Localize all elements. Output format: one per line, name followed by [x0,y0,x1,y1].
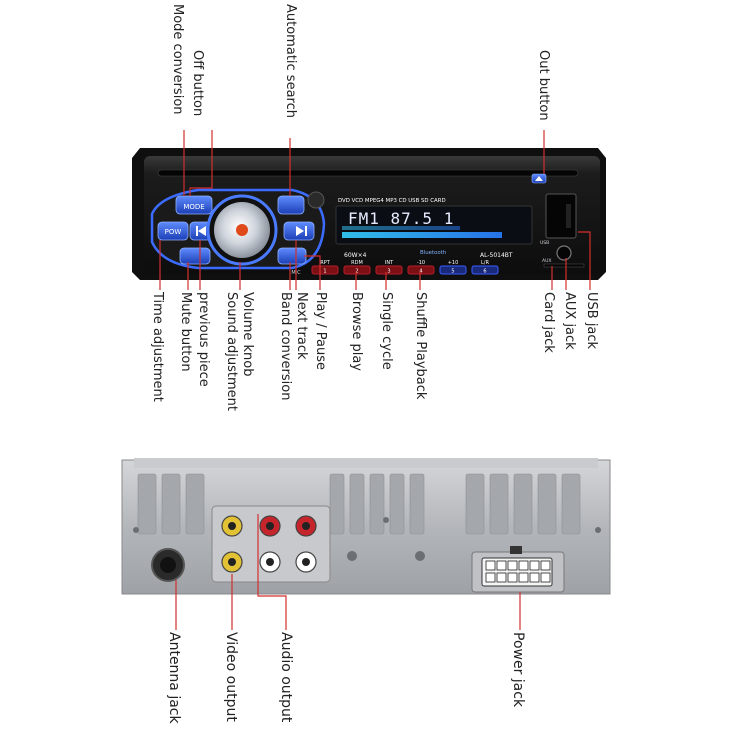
pow-button-label: POW [165,228,182,236]
preset-1-label: 1 [323,269,326,275]
antenna-jack[interactable] [151,548,185,582]
next-track-button[interactable] [283,221,315,241]
preset-3-label: 3 [387,269,390,275]
callout-band-conversion: Band conversion [278,292,293,401]
callout-play-pause: Play / Pause [313,292,328,370]
callout-time-adjustment: Time adjustment [150,292,165,402]
equalizer-bars [342,226,502,238]
callout-browse-play: Browse play [349,292,364,371]
callout-shuffle-playback: Shuffle Playback [413,292,428,400]
callout-card-jack: Card jack [541,292,556,353]
mode-button-label: MODE [183,203,204,211]
preset-5-label: 5 [451,269,454,275]
lr-label: L/R [481,260,489,266]
preset-button-4[interactable] [407,265,435,275]
callout-mute-button: Mute button [178,292,193,372]
callout-power-jack: Power jack [510,632,526,708]
callout-volume-knob: Volume knob [240,292,255,377]
aux-mini-label: AUX [542,258,551,264]
rdm-label: RDM [351,260,363,266]
callout-sound-adjustment: Sound adjustment [224,292,239,412]
lcd-display [335,205,533,245]
out-button[interactable] [531,173,547,184]
aux-jack[interactable] [556,245,572,261]
plus10-label: +10 [448,260,459,266]
callout-usb-jack: USB jack [584,292,599,350]
front-callout-lines [159,130,591,290]
usb-jack[interactable] [545,193,577,239]
disc-slot [157,169,579,177]
mode-button[interactable] [175,195,213,215]
audio-output-jack-1[interactable] [259,515,281,537]
audio-output-jack-3[interactable] [259,551,281,573]
callout-mode-conversion: Mode conversion [170,4,185,115]
display-text: FM1 87.5 1 [348,209,454,228]
callout-next-track: Next track [294,292,309,360]
preset-button-6[interactable] [471,265,499,275]
card-jack[interactable] [543,263,585,268]
preset-button-1[interactable] [311,265,339,275]
int-label: INT [385,260,394,266]
minus10-label: -10 [417,260,425,266]
disc-formats-label: DVD VCD MPEG4 MP3 CD USB SD CARD [338,198,446,204]
preset-button-2[interactable] [343,265,371,275]
callout-antenna-jack: Antenna jack [166,632,182,724]
callout-off-button: Off button [190,50,205,117]
model-label: AL-5014BT [480,252,513,259]
automatic-search-button[interactable] [277,195,305,215]
preset-6-label: 6 [483,269,486,275]
callout-audio-output: Audio output [278,632,294,723]
video-output-jack-2[interactable] [221,551,243,573]
preset-button-5[interactable] [439,265,467,275]
r-emblem [307,191,325,209]
power-jack[interactable] [471,546,565,593]
callout-automatic-search: Automatic search [283,4,298,118]
screw-holes [133,517,601,561]
preset-4-label: 4 [419,269,422,275]
video-output-jack-1[interactable] [221,515,243,537]
audio-output-jack-2[interactable] [295,515,317,537]
rpt-label: RPT [320,260,330,266]
callout-previous-piece: previous piece [196,292,211,387]
callout-aux-jack: AUX jack [562,292,577,350]
preset-buttons [311,265,499,275]
callout-video-output: Video output [223,632,239,722]
callout-out-button: Out button [536,50,551,121]
usb-mini-label: USB [540,240,549,246]
preset-button-3[interactable] [375,265,403,275]
previous-button[interactable] [189,221,213,241]
power-rating-label: 60W×4 [344,252,367,259]
preset-2-label: 2 [355,269,358,275]
volume-knob[interactable] [206,194,278,266]
mute-button[interactable] [179,247,211,265]
bluetooth-label: Bluetooth [420,250,446,256]
rear-callout-lines [175,514,521,630]
audio-output-jack-4[interactable] [295,551,317,573]
power-button[interactable] [157,221,189,241]
callout-single-cycle: Single cycle [379,292,394,370]
